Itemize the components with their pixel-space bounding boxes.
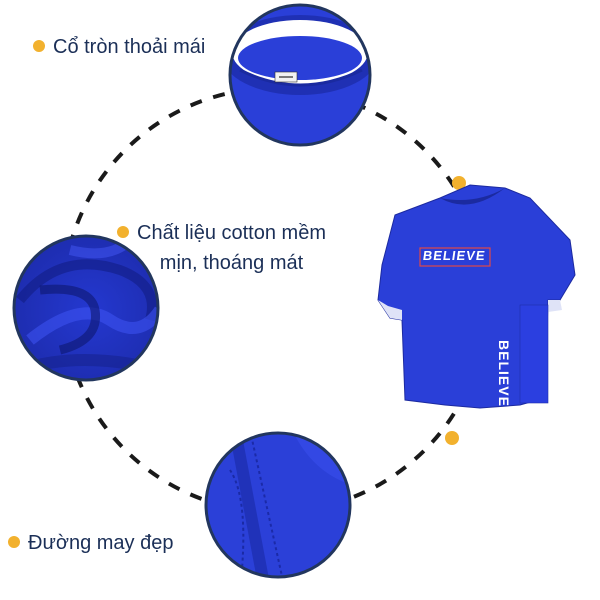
bullet-dot-icon: [117, 225, 129, 238]
bullet-dot-icon: [33, 39, 45, 52]
bullet-dot-icon: [8, 535, 20, 548]
feature-seam-label: Đường may đẹp: [8, 528, 173, 558]
accent-dot-lower: [445, 431, 459, 445]
accent-dot-upper: [452, 176, 466, 190]
tshirt-image: [377, 184, 576, 409]
fabric-label-line2: mịn, thoáng mát: [159, 252, 304, 274]
shirt-print-main: BELIEVE: [421, 248, 487, 263]
shirt-print-sleeve: BELIEVE: [496, 340, 512, 407]
seam-label-text: Đường may đẹp: [28, 532, 174, 554]
feature-fabric-label: Chất liệu cotton mềm mịn, thoáng mát: [117, 218, 326, 278]
seam-detail-image: [204, 431, 352, 579]
feature-neck-label: Cổ tròn thoải mái: [33, 32, 205, 62]
neck-label-text: Cổ tròn thoải mái: [53, 36, 206, 58]
neck-detail-image: [228, 3, 372, 147]
fabric-label-line1: Chất liệu cotton mềm: [137, 222, 326, 244]
